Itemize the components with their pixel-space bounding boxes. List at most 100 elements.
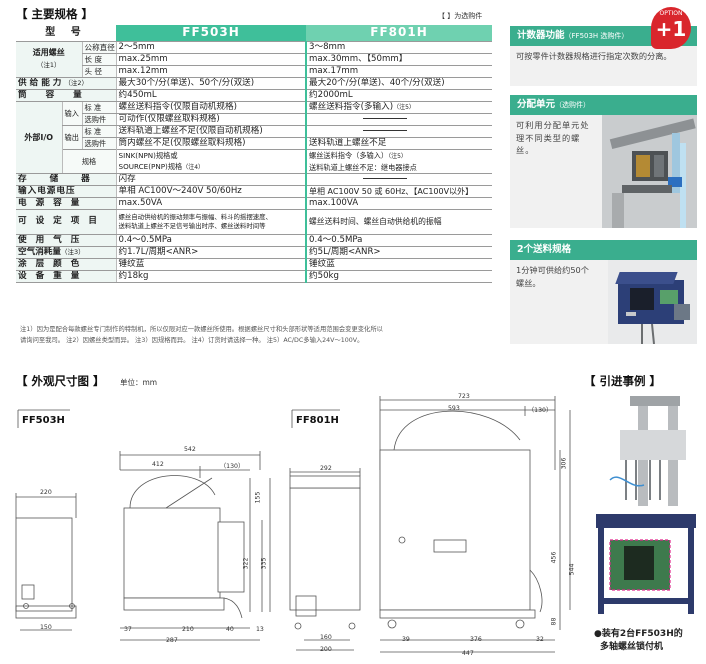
dim-ff503-335: 335 <box>260 557 268 570</box>
dual-feeder-photo <box>608 260 697 344</box>
ff801-storage <box>305 173 493 186</box>
ff801-io-spec-a-note: （注5） <box>388 152 407 160</box>
dim-ff801-160: 160 <box>320 634 332 641</box>
dim-ff801-200: 200 <box>320 646 332 653</box>
spec-row-output-std: 输出 标 准 送料轨道上螺丝不足(仅限自动机规格) <box>16 125 493 150</box>
io-output-label: 输出 <box>61 125 82 150</box>
dim-ff503-40: 40 <box>226 626 234 633</box>
io-label: 外部I/O <box>16 101 62 174</box>
dim-ff503-37: 37 <box>124 626 132 633</box>
io-output-option: 选购件 <box>81 137 117 150</box>
ff801h-drawing-label: FF801H <box>296 415 339 426</box>
spec-row-pressure: 使 用 气 压 0.4～0.5MPa 0.4～0.5MPa <box>16 234 493 247</box>
dim-ff801-593: 593 <box>448 405 460 412</box>
ff801-capacity: 约2000mL <box>305 89 493 102</box>
model-header: 型 号 <box>16 25 117 42</box>
example-caption-2: 多轴螺丝锁付机 <box>600 642 664 652</box>
dim-ff503-210: 210 <box>182 626 194 633</box>
ff503-input-opt: 可动作(仅限螺丝取料规格) <box>115 113 307 126</box>
dual-feed-feature-text: 1分钟可供给约50个螺丝。 <box>516 265 589 288</box>
spec-row-color: 涂 层 颜 色 锤纹蓝 锤纹蓝 <box>16 258 493 271</box>
settings-label: 可 设 定 项 目 <box>16 209 117 235</box>
option-plus-one-badge: OPTION +1 <box>651 7 691 49</box>
dim-ff503-13: 13 <box>256 626 264 633</box>
ff801-settings: 螺丝送料时间、螺丝自动供给机的振幅 <box>305 209 493 235</box>
sub-diameter: 公称直径 <box>81 41 117 54</box>
badge-option-text: OPTION <box>659 10 683 17</box>
dual-feed-feature-title: 2个送料规格 <box>510 240 697 260</box>
ff801-pressure: 0.4～0.5MPa <box>305 234 493 247</box>
dash-mark <box>363 117 408 119</box>
screw-label-text: 适用螺丝 <box>32 48 65 57</box>
ff801-input-std-note: （注5） <box>393 103 415 111</box>
ff503-io-spec-b: SOURCE(PNP)规格 <box>118 161 183 171</box>
power-label: 电 源 容 量 <box>16 197 117 210</box>
dim-ff801-447: 447 <box>462 650 474 657</box>
note-line-1: 注1）因为是配合每款螺丝专门制作的特制机，所以仅限对应一款螺丝所使用。根据螺丝尺… <box>20 326 383 333</box>
spec-row-power: 电 源 容 量 max.50VA max.100VA <box>16 197 493 210</box>
ff503-diameter: 2～5mm <box>115 41 307 54</box>
weight-label: 设 备 重 量 <box>16 270 117 283</box>
supply-label: 供给能力（注2） <box>16 77 117 90</box>
supply-note: （注2） <box>64 78 89 87</box>
dims-title: 【 外观尺寸图 】 <box>16 374 105 388</box>
dim-ff503-287: 287 <box>166 637 178 644</box>
dim-ff503-542: 542 <box>184 446 196 453</box>
distributor-feature-text: 可利用分配单元处理不同类型的螺丝。 <box>516 120 590 155</box>
ff503-air: 约1.7L/周期<ANR> <box>115 246 307 259</box>
ff801-output-std <box>305 125 493 138</box>
sub-head: 头 径 <box>81 65 117 78</box>
ff503-input-std: 螺丝送料指令(仅限自动机规格) <box>115 101 307 114</box>
supply-label-text: 供给能力 <box>18 77 65 88</box>
spec-row-storage: 存 储 器 闪存 <box>16 173 493 186</box>
note-line-2: 请询问至我司。 注2）因螺丝类型而异。 注3）因规格而异。 注4）订货时请选择一… <box>20 337 364 344</box>
io-output-standard: 标 准 <box>81 125 117 138</box>
dim-ff503-155: 155 <box>254 491 262 504</box>
distributor-unit-photo <box>602 115 697 228</box>
specs-title: 【 主要规格 】 <box>16 7 94 21</box>
io-input-label: 输入 <box>61 101 82 126</box>
ff503-pressure: 0.4～0.5MPa <box>115 234 307 247</box>
ff801-length: max.30mm、【50mm】 <box>305 53 493 66</box>
ff801-supply: 最大20个/分(单送)、40个/分(双送) <box>305 77 493 90</box>
ff801h-header: FF801H <box>306 25 493 42</box>
dim-ff801-292: 292 <box>320 465 332 472</box>
ff801-output-opt: 送料轨道上螺丝不足 <box>305 137 493 150</box>
air-label-text: 空气消耗量 <box>18 246 61 257</box>
dims-unit: 单位：mm <box>120 378 158 387</box>
ff503-settings: 螺丝自动供给机的振动频率与振幅、料斗的摇摆速度、 送料轨道上螺丝不足信号输出时序… <box>115 209 307 235</box>
dash-mark <box>363 129 408 131</box>
ff503h-header: FF503H <box>116 25 307 42</box>
ff801-voltage: 单相 AC100V 50 或 60Hz、【AC100V以外】 <box>305 185 493 198</box>
dim-ff503-412: 412 <box>152 461 164 468</box>
ff503-io-spec: SINK(NPN)规格或 SOURCE(PNP)规格（注4） <box>115 149 307 174</box>
ff503-voltage: 单相 AC100V～240V 50/60Hz <box>115 185 307 198</box>
ff503-capacity: 约450mL <box>115 89 307 102</box>
dim-ff801-39: 39 <box>402 636 410 643</box>
dim-ff801-306: 306 <box>560 457 568 470</box>
example-title: 【 引进事例 】 <box>584 374 662 388</box>
spec-row-weight: 设 备 重 量 约18kg 约50kg <box>16 270 493 283</box>
capacity-label: 筒 容 量 <box>16 89 117 102</box>
ff801-io-spec-b: 送料轨道上螺丝不足：继电器接点 <box>309 162 417 172</box>
spec-row-output-opt: 选购件 筒内螺丝不足(仅限螺丝取料规格) 送料轨道上螺丝不足 <box>16 137 493 150</box>
ff503-settings-b: 送料轨道上螺丝不足信号输出时序、螺丝送料时间等 <box>118 221 266 230</box>
distributor-title-text: 分配单元 <box>517 99 556 110</box>
ff801-input-std: 螺丝送料指令(多输入)（注5） <box>305 101 493 114</box>
spec-row-capacity: 筒 容 量 约450mL 约2000mL <box>16 89 493 102</box>
ff503-output-opt: 筒内螺丝不足(仅限螺丝取料规格) <box>115 137 307 150</box>
spec-row-input-std: 外部I/O 输入 标 准 螺丝送料指令(仅限自动机规格) 螺丝送料指令(多输入)… <box>16 101 493 174</box>
ff503-io-spec-note: （注4） <box>182 163 205 171</box>
spec-row-settings: 可 设 定 项 目 螺丝自动供给机的振动频率与振幅、料斗的摇摆速度、 送料轨道上… <box>16 209 493 235</box>
spec-row-diameter: 适用螺丝 （注1） 公称直径 2～5mm 3～8mm <box>16 41 493 78</box>
spec-header-row: 型 号 FF503H FF801H <box>16 25 493 42</box>
counter-feature-title: 计数器功能（FF503H 选购件） <box>510 26 697 46</box>
ff801-color: 锤纹蓝 <box>305 258 493 271</box>
ff801-power: max.100VA <box>305 197 493 210</box>
ff503h-drawing-label: FF503H <box>22 415 65 426</box>
spec-row-supply: 供给能力（注2） 最大30个/分(单送)、50个/分(双送) 最大20个/分(单… <box>16 77 493 90</box>
spec-row-length: 长 度 max.25mm max.30mm、【50mm】 <box>16 53 493 66</box>
dim-ff801-32: 32 <box>536 636 544 643</box>
ff503-length: max.25mm <box>115 53 307 66</box>
